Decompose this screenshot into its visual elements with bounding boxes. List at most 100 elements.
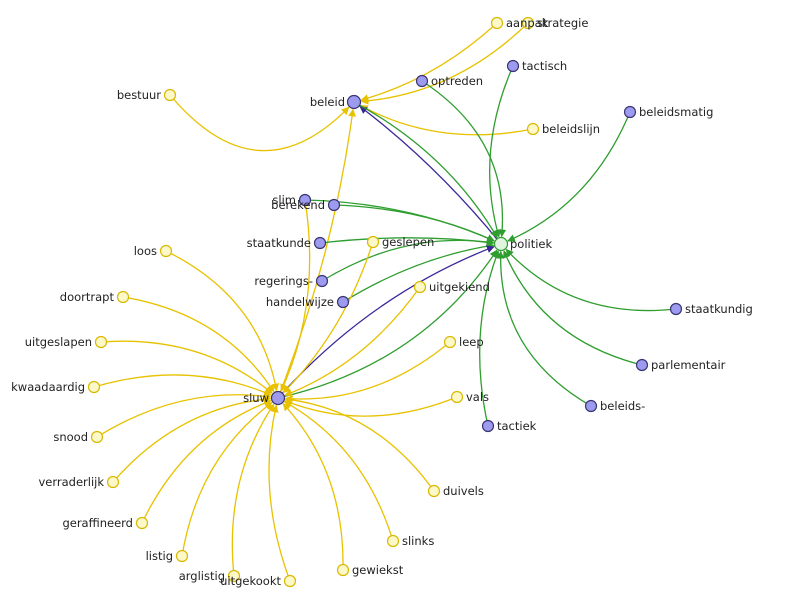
node-label-geraffineerd: geraffineerd [62, 516, 133, 530]
node-label-loos: loos [134, 244, 157, 258]
node-label-beleid: beleid [310, 95, 345, 109]
node-beleid[interactable] [346, 94, 362, 110]
edge-tactiek-to-politiek [479, 250, 500, 427]
node-strategie[interactable] [521, 16, 535, 30]
node-label-snood: snood [53, 430, 88, 444]
node-slim[interactable] [298, 193, 312, 207]
node-parlementair[interactable] [635, 358, 649, 372]
edge-handelwijze-to-politiek [342, 242, 495, 303]
edge-bestuur-to-beleid [169, 94, 350, 152]
edge-gewiekst-to-sluw [282, 402, 344, 571]
edge-sluw-to-beleid [277, 108, 356, 399]
node-sluw[interactable] [270, 390, 286, 406]
edge-doortrapt-to-sluw [122, 296, 275, 393]
edge-berekend-to-politiek [333, 204, 495, 242]
edge-loos-to-sluw [165, 250, 280, 392]
node-staatkunde[interactable] [313, 236, 327, 250]
node-listig[interactable] [175, 549, 189, 563]
node-label-tactiek: tactiek [497, 419, 537, 433]
node-snood[interactable] [90, 430, 104, 444]
edge-uitgeslapen-to-sluw [100, 340, 273, 394]
node-label-beleids: beleids- [600, 399, 645, 413]
node-vals[interactable] [450, 390, 464, 404]
edge-parlementair-to-politiek [503, 250, 643, 366]
node-label-vals: vals [466, 390, 489, 404]
node-kwaadaardig[interactable] [87, 380, 101, 394]
edge-snood-to-sluw [96, 392, 272, 438]
edge-beleid-to-politiek [353, 101, 498, 239]
edge-verraderlijk-to-sluw [112, 395, 272, 483]
edge-geslepen-to-sluw [282, 241, 374, 394]
node-uitgeslapen[interactable] [94, 335, 108, 349]
node-label-parlementair: parlementair [651, 358, 726, 372]
edge-duivels-to-sluw [284, 395, 435, 492]
node-arglistig[interactable] [227, 569, 241, 583]
node-label-geslepen: geslepen [382, 235, 434, 249]
edge-arglistig-to-sluw [231, 403, 275, 577]
node-leep[interactable] [443, 335, 457, 349]
node-verraderlijk[interactable] [106, 475, 120, 489]
edge-slinks-to-sluw [283, 401, 394, 542]
node-optreden[interactable] [415, 74, 429, 88]
node-label-slim: slim [272, 193, 296, 207]
node-label-uitgeslapen: uitgeslapen [25, 335, 92, 349]
node-label-staatkunde: staatkunde [247, 236, 311, 250]
node-geraffineerd[interactable] [135, 516, 149, 530]
node-label-politiek: politiek [510, 237, 553, 251]
node-beleidsmatig[interactable] [623, 105, 637, 119]
nodes-layer [87, 16, 683, 588]
node-label-sluw: sluw [243, 391, 269, 405]
node-bestuur[interactable] [163, 88, 177, 102]
node-aanpak[interactable] [490, 16, 504, 30]
node-slinks[interactable] [386, 534, 400, 548]
node-label-handelwijze: handelwijze [266, 295, 334, 309]
edge-uitgekookt-to-sluw [268, 404, 291, 582]
node-uitgekookt[interactable] [283, 574, 297, 588]
node-label-kwaadaardig: kwaadaardig [11, 380, 85, 394]
edge-sluw-to-politiek [277, 249, 498, 399]
node-label-slinks: slinks [402, 534, 434, 548]
edge-beleidslijn-to-beleid [359, 104, 534, 136]
edge-politiek-to-beleid [359, 106, 502, 245]
node-label-listig: listig [146, 549, 173, 563]
edge-vals-to-sluw [284, 396, 458, 417]
node-regerings[interactable] [315, 274, 329, 288]
node-label-optreden: optreden [431, 74, 483, 88]
edge-beleids-to-politiek [496, 250, 592, 407]
edge-listig-to-sluw [181, 401, 273, 557]
node-label-verraderlijk: verraderlijk [38, 475, 104, 489]
node-beleids[interactable] [584, 399, 598, 413]
node-tactiek[interactable] [481, 419, 495, 433]
node-label-beleidsmatig: beleidsmatig [639, 105, 713, 119]
node-uitgekiend[interactable] [413, 280, 427, 294]
edge-strategie-to-beleid [360, 22, 529, 105]
node-staatkundig[interactable] [669, 302, 683, 316]
node-politiek[interactable] [493, 236, 509, 252]
node-label-duivels: duivels [443, 484, 484, 498]
node-label-regerings: regerings- [254, 274, 313, 288]
edge-optreden-to-politiek [421, 80, 507, 238]
labels-layer: beleidpolitieksluwaanpakstrategietactisc… [11, 16, 753, 588]
edge-staatkundig-to-politiek [505, 248, 677, 312]
node-tactisch[interactable] [506, 59, 520, 73]
edge-regerings-to-politiek [321, 238, 495, 282]
node-label-gewiekst: gewiekst [352, 563, 404, 577]
edges-layer [93, 22, 677, 582]
edge-slim-to-sluw [280, 199, 311, 392]
node-handelwijze[interactable] [336, 295, 350, 309]
node-gewiekst[interactable] [336, 563, 350, 577]
node-doortrapt[interactable] [116, 290, 130, 304]
node-label-uitgekiend: uitgekiend [429, 280, 490, 294]
node-beleidslijn[interactable] [526, 122, 540, 136]
edge-geraffineerd-to-sluw [141, 399, 272, 524]
node-duivels[interactable] [427, 484, 441, 498]
node-geslepen[interactable] [366, 235, 380, 249]
node-label-tactisch: tactisch [522, 59, 567, 73]
node-label-bestuur: bestuur [117, 88, 161, 102]
node-label-staatkundig: staatkundig [685, 302, 753, 316]
node-berekend[interactable] [327, 198, 341, 212]
edge-uitgekiend-to-sluw [284, 286, 421, 397]
node-loos[interactable] [159, 244, 173, 258]
